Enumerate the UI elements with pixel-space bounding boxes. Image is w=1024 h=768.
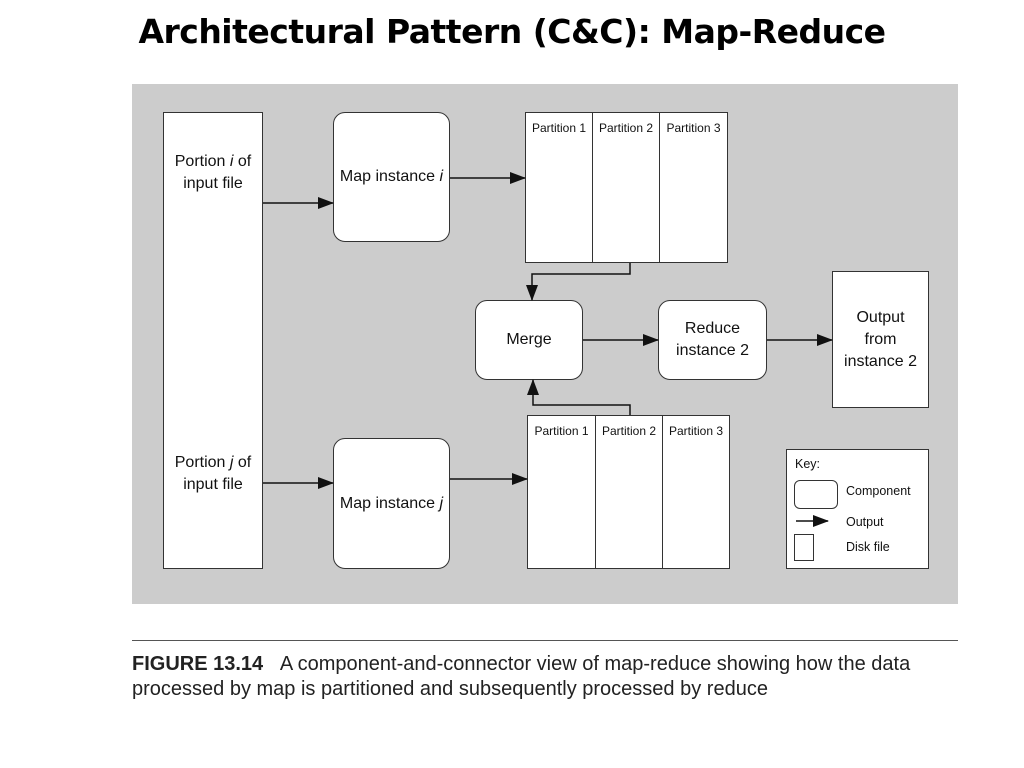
partition-bottom-3: Partition 3 bbox=[668, 424, 724, 438]
portion-j-label: Portion j of input file bbox=[174, 454, 252, 493]
arrow-top-partition2-to-merge bbox=[526, 263, 631, 301]
key-disk-label: Disk file bbox=[846, 540, 890, 554]
key-component-label: Component bbox=[846, 484, 911, 498]
partition-bottom-2: Partition 2 bbox=[596, 416, 663, 568]
partition-file-bottom: Partition 1 Partition 2 Partition 3 bbox=[527, 415, 730, 569]
key-disk-swatch bbox=[794, 534, 814, 561]
partition-top-1: Partition 1 bbox=[526, 113, 593, 262]
key-component-swatch bbox=[794, 480, 838, 509]
portion-i-label: Portion i of input file bbox=[174, 153, 252, 192]
figure-caption-text: A component-and-connector view of map-re… bbox=[132, 653, 911, 700]
caption-rule bbox=[132, 640, 958, 641]
slide-title: Architectural Pattern (C&C): Map-Reduce bbox=[138, 12, 886, 51]
figure-caption: FIGURE 13.14 A component-and-connector v… bbox=[132, 652, 972, 702]
map-instance-j: Map instance j bbox=[333, 438, 450, 569]
key-output-label: Output bbox=[846, 515, 884, 529]
merge-component: Merge bbox=[475, 300, 583, 380]
map-instance-i: Map instance i bbox=[333, 112, 450, 242]
partition-file-top: Partition 1 Partition 2 Partition 3 bbox=[525, 112, 728, 263]
figure-number: FIGURE 13.14 bbox=[132, 653, 264, 675]
partition-top-3: Partition 3 bbox=[666, 121, 721, 135]
input-file-box bbox=[163, 112, 263, 569]
key-title: Key: bbox=[795, 457, 821, 471]
partition-top-2: Partition 2 bbox=[593, 113, 660, 262]
partition-bottom-1: Partition 1 bbox=[528, 416, 596, 568]
arrow-bottom-partition2-to-merge bbox=[527, 379, 631, 415]
